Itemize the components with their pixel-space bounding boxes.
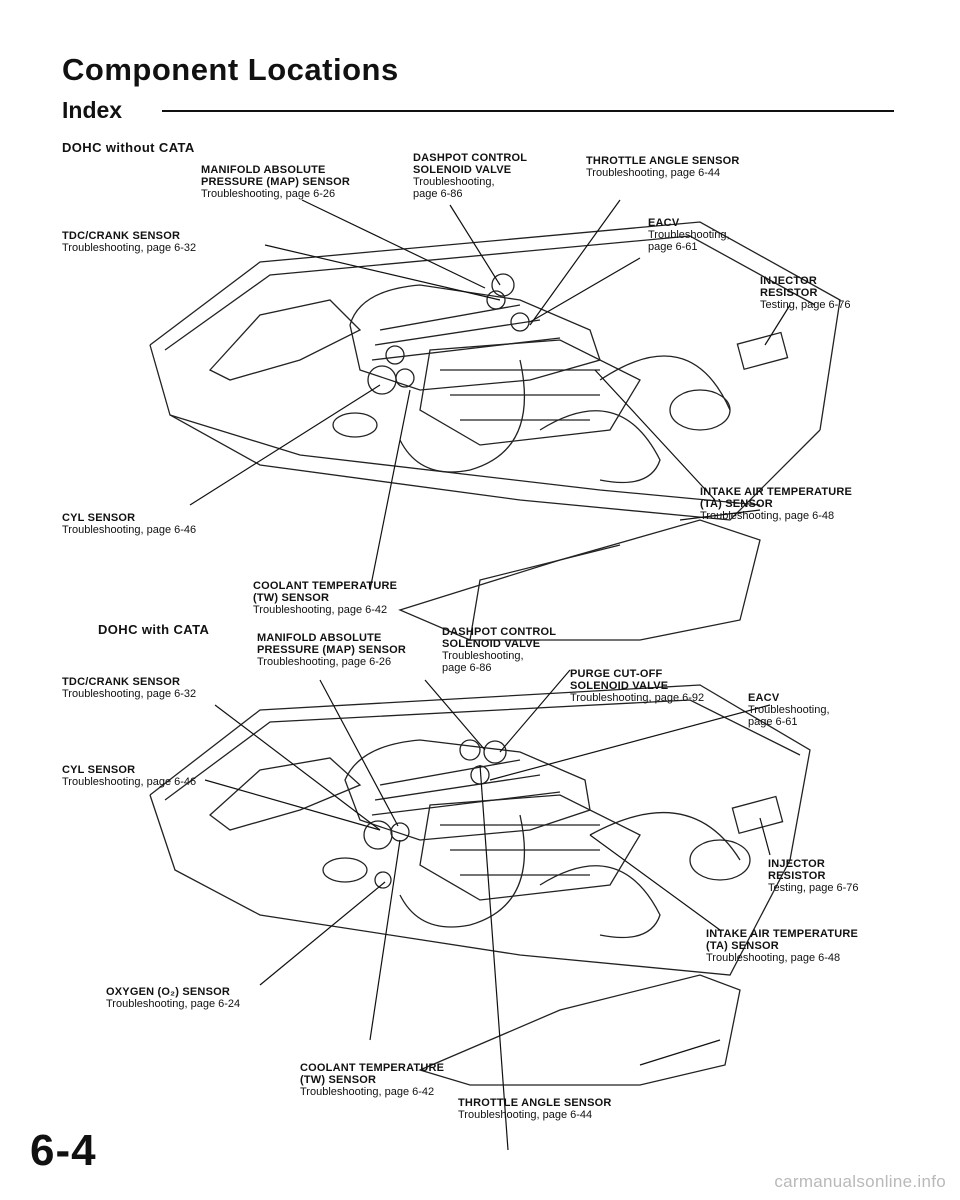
tdc-ref: Troubleshooting, page 6-32	[62, 688, 197, 700]
label-cyl-1: CYL SENSOR Troubleshooting, page 6-46	[62, 512, 196, 536]
index-heading: Index	[62, 97, 123, 123]
iat-ref: Troubleshooting, page 6-48	[706, 952, 841, 964]
injres-name: INJECTOR RESISTOR	[760, 275, 818, 299]
label-injector-resistor-1: INJECTOR RESISTOR Testing, page 6-76	[760, 275, 851, 311]
eacv-name: EACV	[648, 217, 680, 229]
label-coolant-temp-1: COOLANT TEMPERATURE (TW) SENSOR Troubles…	[253, 580, 397, 616]
label-cyl-2: CYL SENSOR Troubleshooting, page 6-46	[62, 764, 196, 788]
o2-name: OXYGEN (O₂) SENSOR	[106, 986, 231, 998]
label-eacv-1: EACV Troubleshooting, page 6-61	[648, 217, 730, 253]
tdc-name: TDC/CRANK SENSOR	[62, 230, 181, 242]
label-map-sensor-1: MANIFOLD ABSOLUTE PRESSURE (MAP) SENSOR …	[201, 164, 350, 200]
eacv-name: EACV	[748, 692, 780, 704]
page-title: Component Locations	[62, 52, 399, 87]
label-eacv-2: EACV Troubleshooting, page 6-61	[748, 692, 830, 728]
map-sensor-name: MANIFOLD ABSOLUTE PRESSURE (MAP) SENSOR	[257, 632, 407, 656]
dashpot-ref: Troubleshooting, page 6-86	[442, 650, 524, 674]
label-oxygen-sensor: OXYGEN (O₂) SENSOR Troubleshooting, page…	[106, 986, 240, 1010]
label-dashpot-2: DASHPOT CONTROL SOLENOID VALVE Troublesh…	[442, 626, 556, 674]
label-throttle-angle-2: THROTTLE ANGLE SENSOR Troubleshooting, p…	[458, 1097, 612, 1121]
iat-ref: Troubleshooting, page 6-48	[700, 510, 835, 522]
tps-name: THROTTLE ANGLE SENSOR	[458, 1097, 612, 1109]
label-coolant-temp-2: COOLANT TEMPERATURE (TW) SENSOR Troubles…	[300, 1062, 444, 1098]
label-tdc-1: TDC/CRANK SENSOR Troubleshooting, page 6…	[62, 230, 196, 254]
cyl-ref: Troubleshooting, page 6-46	[62, 524, 197, 536]
tdc-ref: Troubleshooting, page 6-32	[62, 242, 197, 254]
tps-ref: Troubleshooting, page 6-44	[586, 167, 721, 179]
cyl-name: CYL SENSOR	[62, 764, 136, 776]
label-injector-resistor-2: INJECTOR RESISTOR Testing, page 6-76	[768, 858, 859, 894]
label-tdc-2: TDC/CRANK SENSOR Troubleshooting, page 6…	[62, 676, 196, 700]
leader-lines-top	[189, 199, 791, 591]
tps-name: THROTTLE ANGLE SENSOR	[586, 155, 740, 167]
injres-ref: Testing, page 6-76	[768, 882, 859, 894]
ect-ref: Troubleshooting, page 6-42	[300, 1086, 435, 1098]
label-throttle-angle-1: THROTTLE ANGLE SENSOR Troubleshooting, p…	[586, 155, 740, 179]
ect-name: COOLANT TEMPERATURE (TW) SENSOR	[300, 1062, 445, 1086]
injres-ref: Testing, page 6-76	[760, 299, 851, 311]
dashpot-ref: Troubleshooting, page 6-86	[413, 176, 495, 200]
iat-name: INTAKE AIR TEMPERATURE (TA) SENSOR	[700, 486, 853, 510]
eacv-ref: Troubleshooting, page 6-61	[648, 229, 730, 253]
cyl-name: CYL SENSOR	[62, 512, 136, 524]
map-sensor-ref: Troubleshooting, page 6-26	[201, 188, 336, 200]
o2-ref: Troubleshooting, page 6-24	[106, 998, 241, 1010]
label-dashpot-1: DASHPOT CONTROL SOLENOID VALVE Troublesh…	[413, 152, 527, 200]
tdc-name: TDC/CRANK SENSOR	[62, 676, 181, 688]
map-sensor-ref: Troubleshooting, page 6-26	[257, 656, 392, 668]
ect-ref: Troubleshooting, page 6-42	[253, 604, 388, 616]
label-map-sensor-2: MANIFOLD ABSOLUTE PRESSURE (MAP) SENSOR …	[257, 632, 406, 668]
watermark: carmanualsonline.info	[774, 1172, 946, 1191]
injres-name: INJECTOR RESISTOR	[768, 858, 826, 882]
ect-name: COOLANT TEMPERATURE (TW) SENSOR	[253, 580, 398, 604]
map-sensor-name: MANIFOLD ABSOLUTE PRESSURE (MAP) SENSOR	[201, 164, 351, 188]
tps-ref: Troubleshooting, page 6-44	[458, 1109, 593, 1121]
section-heading-without-cata: DOHC without CATA	[62, 140, 195, 155]
purge-name: PURGE CUT-OFF SOLENOID VALVE	[570, 668, 669, 692]
eacv-ref: Troubleshooting, page 6-61	[748, 704, 830, 728]
engine-bay-outline-bottom	[149, 684, 811, 1086]
dashpot-name: DASHPOT CONTROL SOLENOID VALVE	[442, 626, 557, 650]
heading-rule	[162, 110, 894, 112]
label-iat-2: INTAKE AIR TEMPERATURE (TA) SENSOR Troub…	[706, 928, 858, 964]
leader-lines-bottom	[204, 669, 771, 1151]
dashpot-name: DASHPOT CONTROL SOLENOID VALVE	[413, 152, 528, 176]
engine-bay-outline-top	[149, 221, 841, 641]
purge-ref: Troubleshooting, page 6-92	[570, 692, 705, 704]
cyl-ref: Troubleshooting, page 6-46	[62, 776, 197, 788]
page-number: 6-4	[30, 1126, 97, 1175]
label-purge-cutoff: PURGE CUT-OFF SOLENOID VALVE Troubleshoo…	[570, 668, 704, 704]
section-heading-with-cata: DOHC with CATA	[98, 622, 210, 637]
label-iat-1: INTAKE AIR TEMPERATURE (TA) SENSOR Troub…	[700, 486, 852, 522]
iat-name: INTAKE AIR TEMPERATURE (TA) SENSOR	[706, 928, 859, 952]
